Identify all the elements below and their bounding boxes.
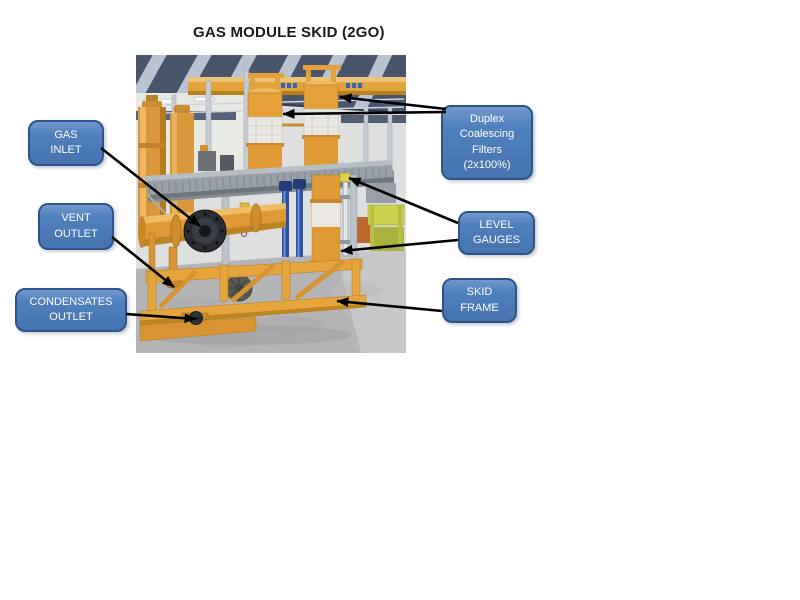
callout-vent-outlet: VENT OUTLET <box>38 203 114 250</box>
coalescing-filter-left <box>246 73 284 175</box>
callout-level-gauges-label: LEVEL GAUGES <box>472 218 521 246</box>
background-clutter <box>198 145 234 171</box>
background-vessels <box>138 95 194 229</box>
callout-skid-frame-label: SKID FRAME <box>460 286 499 314</box>
callout-gas-inlet-label: GAS INLET <box>50 128 82 156</box>
page-title: GAS MODULE SKID (2GO) <box>193 24 385 41</box>
callout-duplex-coalescing-filters: Duplex Coalescing Filters (2x100%) <box>441 105 533 180</box>
equipment-photo <box>136 55 406 353</box>
callout-condensates-outlet: CONDENSATES OUTLET <box>15 288 127 332</box>
callout-gas-inlet: GAS INLET <box>28 120 104 166</box>
callout-duplex-coalescing-filters-label: Duplex Coalescing Filters (2x100%) <box>459 113 515 171</box>
callout-level-gauges: LEVEL GAUGES <box>458 211 535 255</box>
callout-condensates-outlet-label: CONDENSATES OUTLET <box>29 295 113 323</box>
crane-beam <box>188 77 406 95</box>
gas-inlet-flange <box>183 209 227 253</box>
filter-lower-column <box>310 174 342 266</box>
callout-skid-frame: SKID FRAME <box>442 278 517 323</box>
callout-vent-outlet-label: VENT OUTLET <box>54 212 98 240</box>
